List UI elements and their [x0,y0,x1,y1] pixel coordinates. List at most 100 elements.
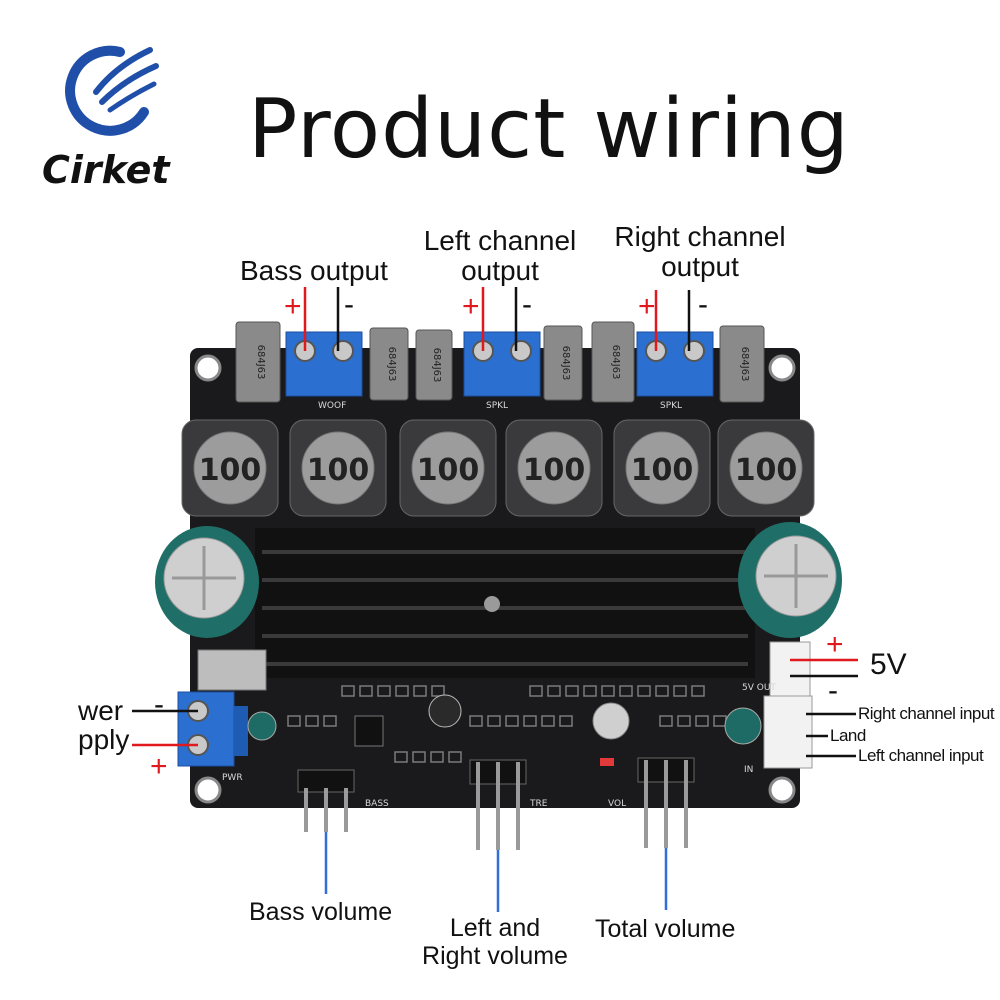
smd-pad [523,715,537,727]
film-capacitor [591,321,635,403]
smd-pad [677,715,691,727]
left-right-volume-label: Left and Right volume [410,914,580,970]
heatsink-screw-icon [484,596,500,612]
mount-hole [768,776,796,804]
smd-pad [431,685,445,697]
smd-pad [305,715,319,727]
inductor-core [625,431,699,505]
inductor-label: 100 [307,453,370,488]
power-label-line1: wer [78,695,124,726]
smd-pad [695,715,709,727]
smd-pad [394,751,408,763]
page-title: Product wiring [248,82,850,177]
minus-sign: - [828,674,838,707]
smd-pad [559,715,573,727]
bass-volume-label: Bass volume [249,898,393,926]
inductor-core [517,431,591,505]
smd-pad [637,685,651,697]
inductor-label: 100 [199,453,262,488]
lr-volume-line1: Left and [449,914,541,942]
smd-pad [547,685,561,697]
inductor-core [729,431,803,505]
regulator [197,649,267,691]
connector-5v [769,641,811,697]
capacitor-label: 684J63 [386,347,397,382]
film-capacitor [415,329,453,401]
silk-spkl: SPKL [486,401,508,411]
inductor-label: 100 [523,453,586,488]
small-capacitor [428,694,462,728]
smd-pad [541,715,555,727]
smd-pad [619,685,633,697]
silk-woof: WOOF [318,401,346,411]
smd-pad [412,751,426,763]
connector-input [763,695,813,769]
land-label: Land [830,726,866,745]
silk-tre: TRE [529,799,548,809]
left-channel-label-line1: Left channel [423,225,577,256]
brand-name: Cirket [42,148,170,192]
capacitor-label: 684J63 [255,345,266,380]
smd-pad [359,685,373,697]
film-capacitor [543,325,583,401]
minus-sign: - [698,288,708,321]
cirket-logo-icon [65,45,159,136]
film-capacitor [719,325,765,403]
minus-sign: - [522,288,532,321]
smd-pad [377,685,391,697]
smd-pad [448,751,462,763]
led-icon [600,758,614,766]
silk-5v: 5V OUT [742,683,776,693]
smd-pad [395,685,409,697]
smd-pad [469,715,483,727]
inductor-label: 100 [417,453,480,488]
total-volume-label: Total volume [595,915,736,943]
smd-pad [505,715,519,727]
silk-spkl: SPKL [660,401,682,411]
inductor-core [411,431,485,505]
capacitor-label: 684J63 [560,346,571,381]
smd-pad [601,685,615,697]
smd-pad [487,715,501,727]
plus-sign: + [462,290,480,323]
smd-pad [287,715,301,727]
mount-hole [194,776,222,804]
plus-sign: + [638,290,656,323]
lr-volume-line2: Right volume [422,942,568,970]
right-channel-label-line1: Right channel [614,221,786,252]
capacitor-label: 684J63 [610,345,621,380]
smd-pad [529,685,543,697]
right-channel-output-label: Right channel output [610,222,790,282]
film-capacitor [369,327,409,401]
small-capacitor [247,711,277,741]
inductor-core [193,431,267,505]
bass-output-label: Bass output [240,255,388,286]
smd-pad [673,685,687,697]
plus-sign: + [150,750,168,783]
minus-sign: - [154,688,164,721]
small-capacitor [724,707,762,745]
ic-chip [354,715,384,747]
smd-pad [691,685,705,697]
smd-pad [430,751,444,763]
silk-bass: BASS [365,799,389,809]
smd-pad [413,685,427,697]
five-volt-label: 5V [870,648,907,681]
silk-pwr: PWR [222,773,243,783]
power-label-line2: pply [78,724,130,755]
minus-sign: - [344,288,354,321]
smd-pad [655,685,669,697]
capacitor-label: 684J63 [431,348,442,383]
inductor-core [301,431,375,505]
small-capacitor [592,702,630,740]
inductor-label: 100 [735,453,798,488]
left-channel-output-label: Left channel output [415,226,585,286]
smd-pad [323,715,337,727]
plus-sign: + [826,628,844,661]
capacitor-label: 684J63 [739,347,750,382]
mount-hole [194,354,222,382]
right-channel-label-line2: output [661,251,739,282]
silk-in: IN [744,765,753,775]
